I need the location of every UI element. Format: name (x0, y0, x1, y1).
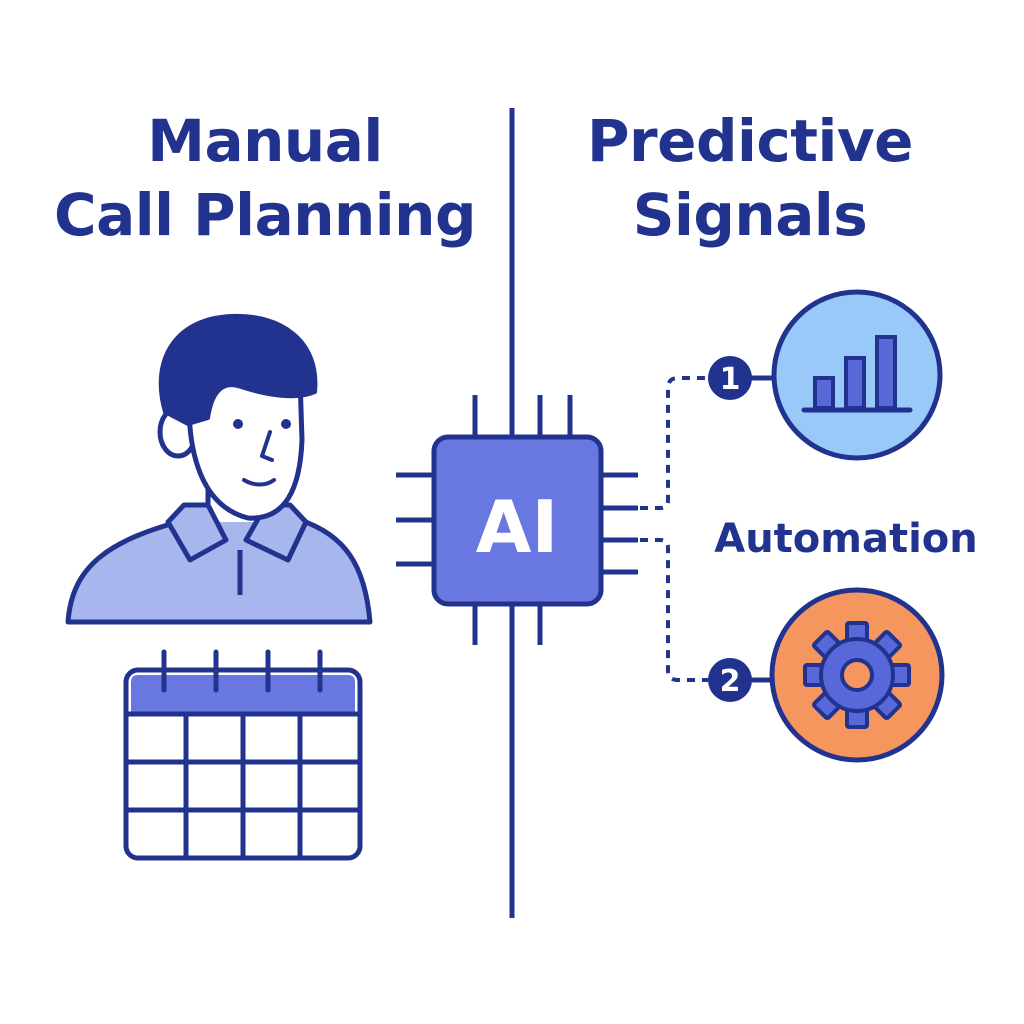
ai-chip-label: AI (476, 485, 559, 569)
gear-icon (769, 587, 945, 763)
title-left-line1: Manual (147, 107, 383, 175)
step-1-number: 1 (720, 362, 741, 397)
automation-label: Automation (714, 516, 978, 562)
predictive-signals-title: Predictive Signals (540, 104, 960, 252)
step-2-badge: 2 (708, 658, 778, 702)
bar-chart-icon (771, 289, 943, 461)
calendar-icon (123, 649, 363, 861)
ai-chip-icon: AI (396, 395, 638, 645)
step-2-number: 2 (720, 664, 741, 699)
manual-call-planning-title: Manual Call Planning (40, 104, 490, 252)
step-1-badge: 1 (708, 356, 778, 400)
title-right-line2: Signals (632, 181, 868, 249)
title-right-line1: Predictive (587, 107, 913, 175)
title-left-line2: Call Planning (54, 181, 476, 249)
person-icon (65, 313, 373, 625)
connector-2 (640, 538, 708, 682)
connector-1 (640, 376, 708, 510)
